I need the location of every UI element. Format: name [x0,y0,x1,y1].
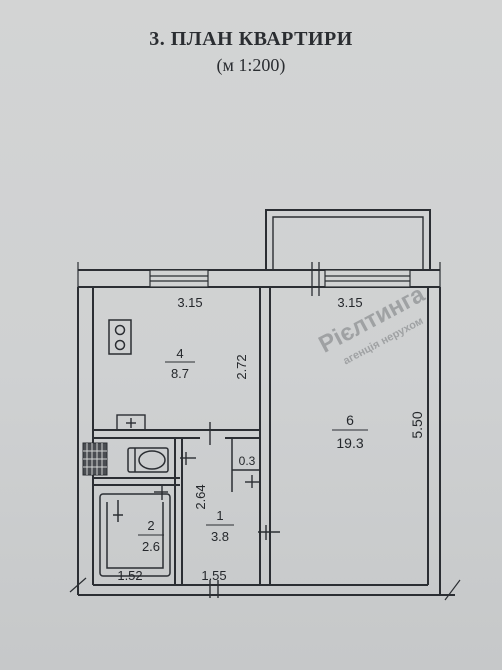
toilet-room [93,438,183,585]
dimension-kitchen-depth: 2.72 [234,354,249,379]
ventilation-shaft [82,442,108,476]
room-area: 3.8 [211,529,229,544]
dimension-kitchen-width: 3.15 [177,295,202,310]
room-number: 1 [216,508,223,523]
page-title: 3. ПЛАН КВАРТИРИ [149,28,353,50]
dimension-living-width: 3.15 [337,295,362,310]
room-number: 4 [176,346,183,361]
room-number: 2 [147,518,154,533]
kitchen-bottom-wall [93,429,260,439]
room-label-kitchen: 4 8.7 [165,346,195,381]
room-label-hall: 1 3.8 [206,508,234,544]
balcony-door [311,262,320,296]
agency-watermark: Рієлтинга агенція нерухом [314,280,429,367]
closet [231,438,260,492]
sink-icon [116,414,146,431]
dimension-living-depth: 5.50 [409,411,425,438]
living-room-window [324,269,411,288]
door-marks [154,422,280,598]
stove-icon [108,319,132,355]
room-area: 2.6 [142,539,160,554]
room-area: 8.7 [171,366,189,381]
room-label-bathroom: 2 2.6 [138,518,164,554]
scale-label: (м 1:200) [216,55,286,75]
dimension-closet-width: 0.3 [239,454,256,468]
kitchen-window [149,269,209,288]
dimension-bath-width: 1.52 [117,568,142,583]
room-area: 19.3 [336,435,363,451]
dimension-hall-depth: 2.64 [193,484,208,509]
right-exterior-wall [427,287,441,595]
room-label-living: 6 19.3 [332,412,368,451]
balcony [265,209,431,270]
partition-wall [259,287,271,585]
left-exterior-wall [77,287,94,595]
dimension-hall-width: 1.55 [201,568,226,583]
room-number: 6 [346,412,354,428]
toilet-icon [127,447,169,473]
